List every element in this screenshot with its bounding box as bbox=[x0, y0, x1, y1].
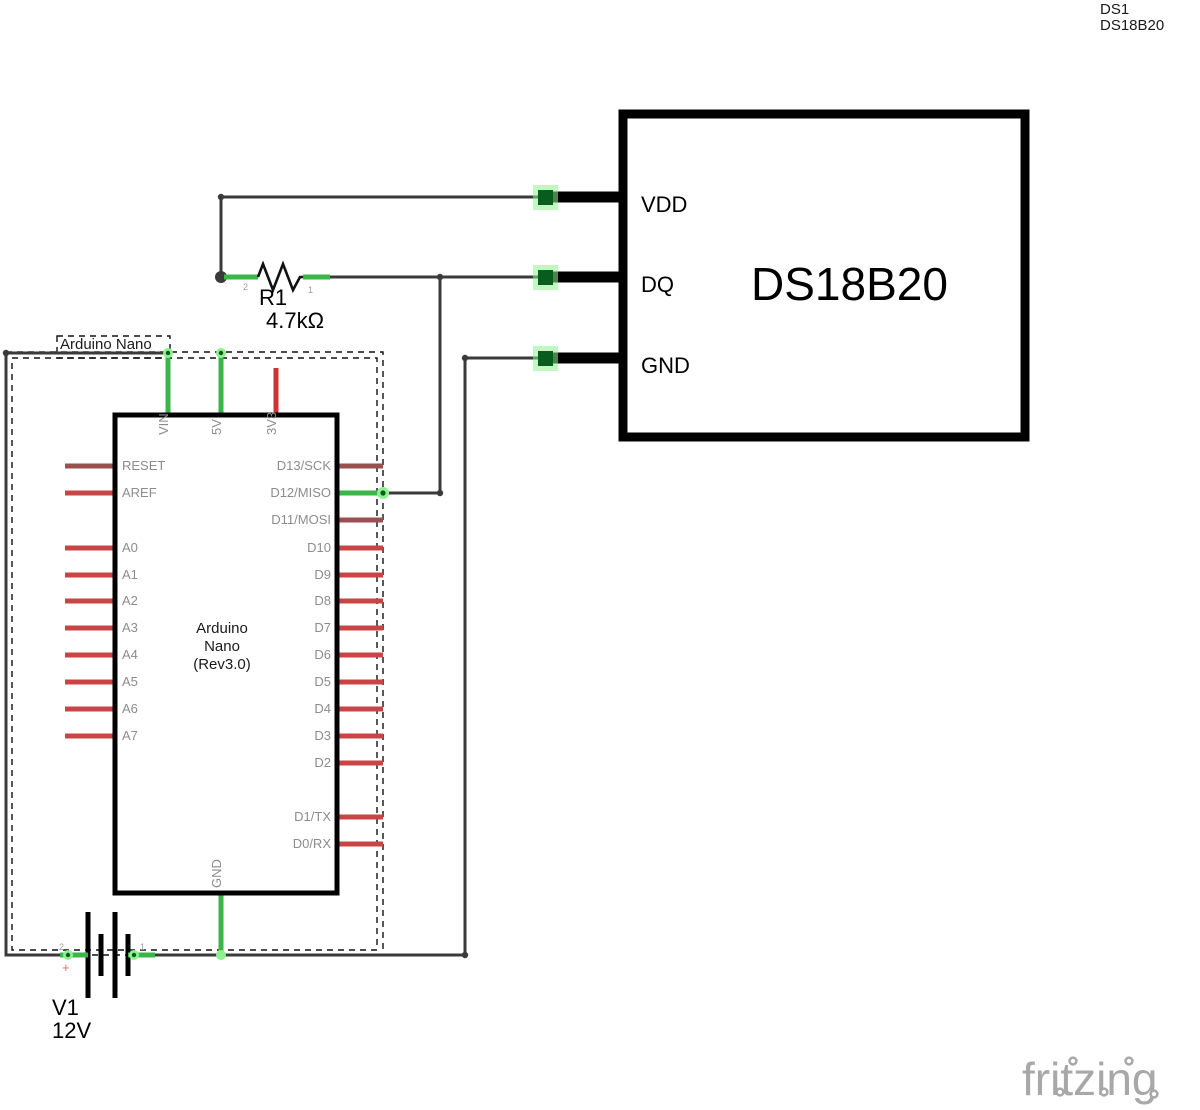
connector-d12-core bbox=[380, 490, 386, 496]
arduino-right-pin-stubs bbox=[337, 463, 383, 847]
arduino-label-a0: A0 bbox=[122, 540, 138, 555]
arduino-label-d8: D8 bbox=[314, 593, 331, 608]
arduino-label-a7: A7 bbox=[122, 728, 138, 743]
ds18b20-pin-label-dq: DQ bbox=[641, 272, 674, 297]
junction-vin-corner bbox=[2, 349, 10, 357]
r1-pin-label-2: 2 bbox=[243, 282, 248, 292]
resistor-r1-part[interactable]: 2 1 R1 4.7kΩ bbox=[224, 260, 330, 333]
arduino-label-5v: 5V bbox=[209, 419, 224, 435]
arduino-label-d3: D3 bbox=[314, 728, 331, 743]
r1-zigzag[interactable] bbox=[256, 260, 303, 294]
fritzing-watermark: fritzing bbox=[1022, 1053, 1159, 1105]
ds18b20-part[interactable]: VDD DQ GND DS18B20 bbox=[533, 109, 1030, 442]
arduino-label-d11: D11/MOSI bbox=[271, 512, 331, 527]
arduino-label-d9: D9 bbox=[314, 567, 331, 582]
connector-pad-gnd[interactable] bbox=[538, 351, 553, 366]
arduino-label-d10: D10 bbox=[307, 540, 331, 555]
connector-battery-minus-core bbox=[131, 952, 137, 958]
ds18b20-pin-label-gnd: GND bbox=[641, 353, 690, 378]
arduino-label-a4: A4 bbox=[122, 647, 138, 662]
arduino-label-vin: VIN bbox=[156, 413, 171, 435]
junction-gnd bbox=[461, 354, 469, 362]
ds18b20-body[interactable] bbox=[618, 109, 1030, 442]
arduino-label-d6: D6 bbox=[314, 647, 331, 662]
arduino-label-a5: A5 bbox=[122, 674, 138, 689]
fritzing-watermark-text: fritzing bbox=[1022, 1053, 1157, 1105]
battery-pin-label-2: 2 bbox=[59, 942, 64, 952]
arduino-label-a1: A1 bbox=[122, 567, 138, 582]
arduino-label-d4: D4 bbox=[314, 701, 331, 716]
ds18b20-pin-label-vdd: VDD bbox=[641, 192, 687, 217]
junction-top bbox=[217, 193, 225, 201]
arduino-label-a2: A2 bbox=[122, 593, 138, 608]
connector-vin-core bbox=[165, 350, 171, 356]
connector-5v-core bbox=[218, 350, 224, 356]
battery-pin-label-1: 1 bbox=[140, 942, 145, 952]
arduino-label-d5: D5 bbox=[314, 674, 331, 689]
arduino-label-gnd: GND bbox=[209, 859, 224, 888]
r1-pin-label-1: 1 bbox=[308, 285, 313, 295]
arduino-label-a3: A3 bbox=[122, 620, 138, 635]
arduino-title: Arduino Nano bbox=[60, 336, 152, 353]
ds18b20-body-label: DS18B20 bbox=[751, 258, 948, 310]
arduino-center-line-2: Nano bbox=[204, 638, 240, 655]
junction-dots bbox=[2, 193, 469, 959]
arduino-label-d7: D7 bbox=[314, 620, 331, 635]
connector-battery-plus-core bbox=[65, 952, 71, 958]
arduino-body[interactable] bbox=[112, 412, 340, 896]
junction-r1-node bbox=[215, 271, 227, 283]
r1-value: 4.7kΩ bbox=[266, 308, 324, 333]
connector-gnd-nano[interactable] bbox=[216, 950, 226, 960]
arduino-label-reset: RESET bbox=[122, 458, 165, 473]
ds18b20-pin-leads bbox=[551, 191, 627, 364]
arduino-label-a6: A6 bbox=[122, 701, 138, 716]
battery-polarity-icon: + bbox=[62, 960, 70, 975]
arduino-label-d0rx: D0/RX bbox=[293, 836, 332, 851]
ds18b20-designator-block: DS1 DS18B20 bbox=[1100, 1, 1164, 34]
connector-pad-vdd[interactable] bbox=[538, 190, 553, 205]
arduino-label-aref: AREF bbox=[122, 485, 157, 500]
arduino-label-d2: D2 bbox=[314, 755, 331, 770]
battery-value: 12V bbox=[52, 1018, 91, 1043]
connector-pad-dq[interactable] bbox=[538, 270, 553, 285]
battery-designator: V1 bbox=[52, 995, 79, 1020]
r1-designator: R1 bbox=[259, 285, 287, 310]
ds18b20-partnumber: DS18B20 bbox=[1100, 17, 1164, 34]
ds18b20-connectors[interactable] bbox=[533, 185, 558, 371]
arduino-label-3v3: 3V3 bbox=[264, 412, 279, 435]
junction-d12 bbox=[436, 489, 444, 497]
fritzing-logo-dots bbox=[1055, 1056, 1159, 1099]
arduino-label-d12: D12/MISO bbox=[270, 485, 331, 500]
arduino-center-line-1: Arduino bbox=[196, 620, 248, 637]
junction-gnd-bottom bbox=[461, 951, 469, 959]
ds18b20-designator: DS1 bbox=[1100, 1, 1129, 18]
battery-v1-part[interactable]: 2 1 + V1 12V bbox=[52, 912, 155, 1043]
arduino-label-d1tx: D1/TX bbox=[294, 809, 331, 824]
arduino-nano-part[interactable]: VIN 5V 3V3 GND RESET AREF A0 A1 A2 A3 A4… bbox=[60, 336, 389, 960]
arduino-center-line-3: (Rev3.0) bbox=[193, 656, 251, 673]
arduino-left-pin-stubs bbox=[65, 463, 115, 739]
arduino-label-d13: D13/SCK bbox=[277, 458, 332, 473]
junction-dq bbox=[436, 273, 444, 281]
